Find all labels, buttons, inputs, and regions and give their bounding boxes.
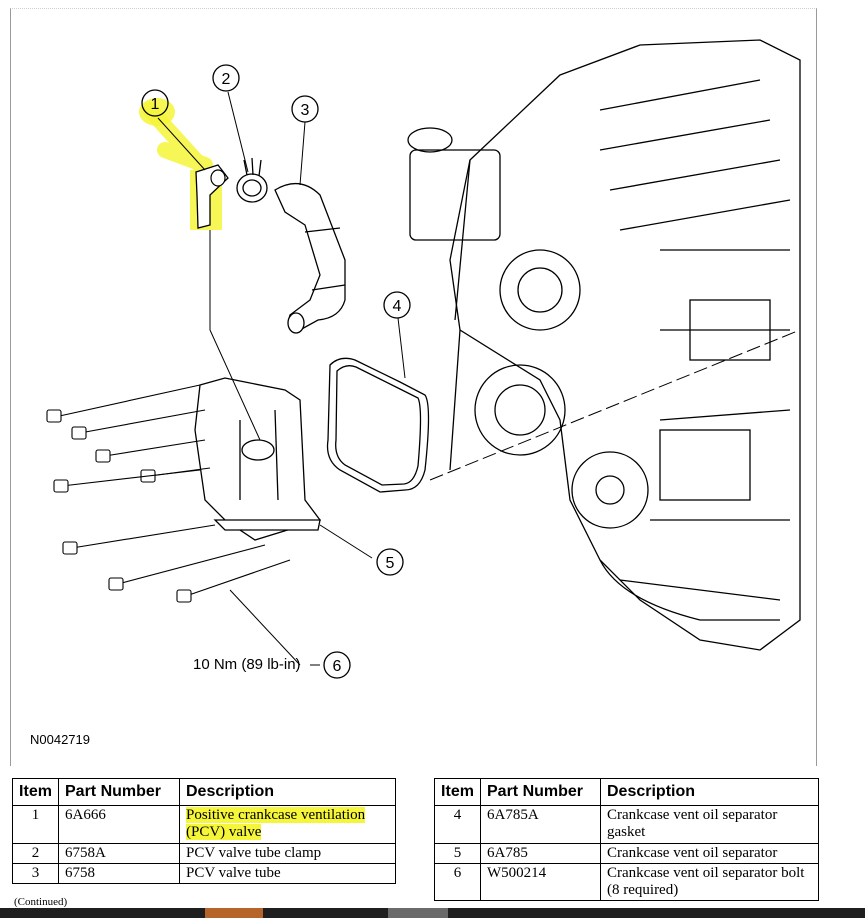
leader-lines xyxy=(157,91,801,666)
cell-item: 3 xyxy=(12,863,59,884)
callout-6-label: 6 xyxy=(333,658,342,675)
table-row: 2 6758A PCV valve tube clamp xyxy=(12,843,396,864)
bolt-5 xyxy=(53,469,201,493)
table-row: 4 6A785A Crankcase vent oil separator ga… xyxy=(434,805,819,844)
callout-2: 2 xyxy=(212,64,240,92)
header-item: Item xyxy=(12,778,59,806)
hose-illustration xyxy=(274,183,346,334)
table-header-row: Item Part Number Description xyxy=(434,778,819,806)
callout-5-label: 5 xyxy=(386,555,395,572)
bolt-2 xyxy=(71,409,206,440)
cell-item: 1 xyxy=(12,805,59,844)
taskbar-segment xyxy=(388,908,448,918)
clamp-illustration xyxy=(236,157,268,203)
torque-spec: 10 Nm (89 lb-in) xyxy=(193,656,301,673)
callout-4: 4 xyxy=(383,291,411,319)
cell-description: Crankcase vent oil separator bolt (8 req… xyxy=(600,863,819,901)
header-part-number: Part Number xyxy=(58,778,180,806)
diagram-frame xyxy=(10,8,817,766)
bolt-6 xyxy=(62,524,216,555)
cell-part-number: 6A785A xyxy=(480,805,601,844)
cell-part-number: 6A666 xyxy=(58,805,180,844)
exploded-view-diagram: 1 2 3 4 5 6 xyxy=(46,39,801,679)
pcv-valve-illustration xyxy=(139,98,229,230)
cell-description: PCV valve tube clamp xyxy=(179,843,396,864)
bolt-7 xyxy=(108,544,266,591)
cell-description: PCV valve tube xyxy=(179,863,396,884)
cell-item: 2 xyxy=(12,843,59,864)
callout-5: 5 xyxy=(376,548,404,576)
callout-markers: 1 2 3 4 5 6 xyxy=(141,64,411,679)
header-part-number: Part Number xyxy=(480,778,601,806)
cell-description: Positive crankcase ventilation (PCV) val… xyxy=(179,805,396,844)
callout-3-label: 3 xyxy=(301,102,310,119)
callout-2-label: 2 xyxy=(222,71,231,88)
bottom-taskbar xyxy=(0,908,865,918)
cell-description: Crankcase vent oil separator xyxy=(600,843,819,864)
header-description: Description xyxy=(179,778,396,806)
taskbar-segment xyxy=(205,908,263,918)
callout-3: 3 xyxy=(291,95,319,123)
callout-1: 1 xyxy=(141,89,169,117)
cell-part-number: 6758A xyxy=(58,843,180,864)
table-row: 1 6A666 Positive crankcase ventilation (… xyxy=(12,805,396,844)
table-row: 3 6758 PCV valve tube xyxy=(12,863,396,884)
cell-part-number: W500214 xyxy=(480,863,601,901)
header-item: Item xyxy=(434,778,481,806)
callout-4-label: 4 xyxy=(393,298,402,315)
figure-id: N0042719 xyxy=(30,732,90,747)
bolt-illustrations xyxy=(46,384,291,603)
highlighted-description: Positive crankcase ventilation (PCV) val… xyxy=(186,807,366,840)
table-row: 6 W500214 Crankcase vent oil separator b… xyxy=(434,863,819,901)
continued-note: (Continued) xyxy=(14,896,68,908)
bolt-1 xyxy=(46,384,201,423)
bolt-8 xyxy=(176,559,291,603)
cell-item: 4 xyxy=(434,805,481,844)
cell-item: 5 xyxy=(434,843,481,864)
cell-part-number: 6A785 xyxy=(480,843,601,864)
header-description: Description xyxy=(600,778,819,806)
engine-illustration xyxy=(407,39,801,651)
callout-6: 6 xyxy=(323,651,351,679)
table-row: 5 6A785 Crankcase vent oil separator xyxy=(434,843,819,864)
gasket-illustration xyxy=(326,357,430,493)
cell-item: 6 xyxy=(434,863,481,901)
parts-table-right: Item Part Number Description 4 6A785A Cr… xyxy=(434,778,819,901)
cell-part-number: 6758 xyxy=(58,863,180,884)
cell-description: Crankcase vent oil separator gasket xyxy=(600,805,819,844)
bolt-3 xyxy=(95,439,206,463)
parts-table-left: Item Part Number Description 1 6A666 Pos… xyxy=(12,778,396,884)
oil-separator-illustration xyxy=(194,377,322,541)
table-header-row: Item Part Number Description xyxy=(12,778,396,806)
callout-1-label: 1 xyxy=(151,96,160,113)
